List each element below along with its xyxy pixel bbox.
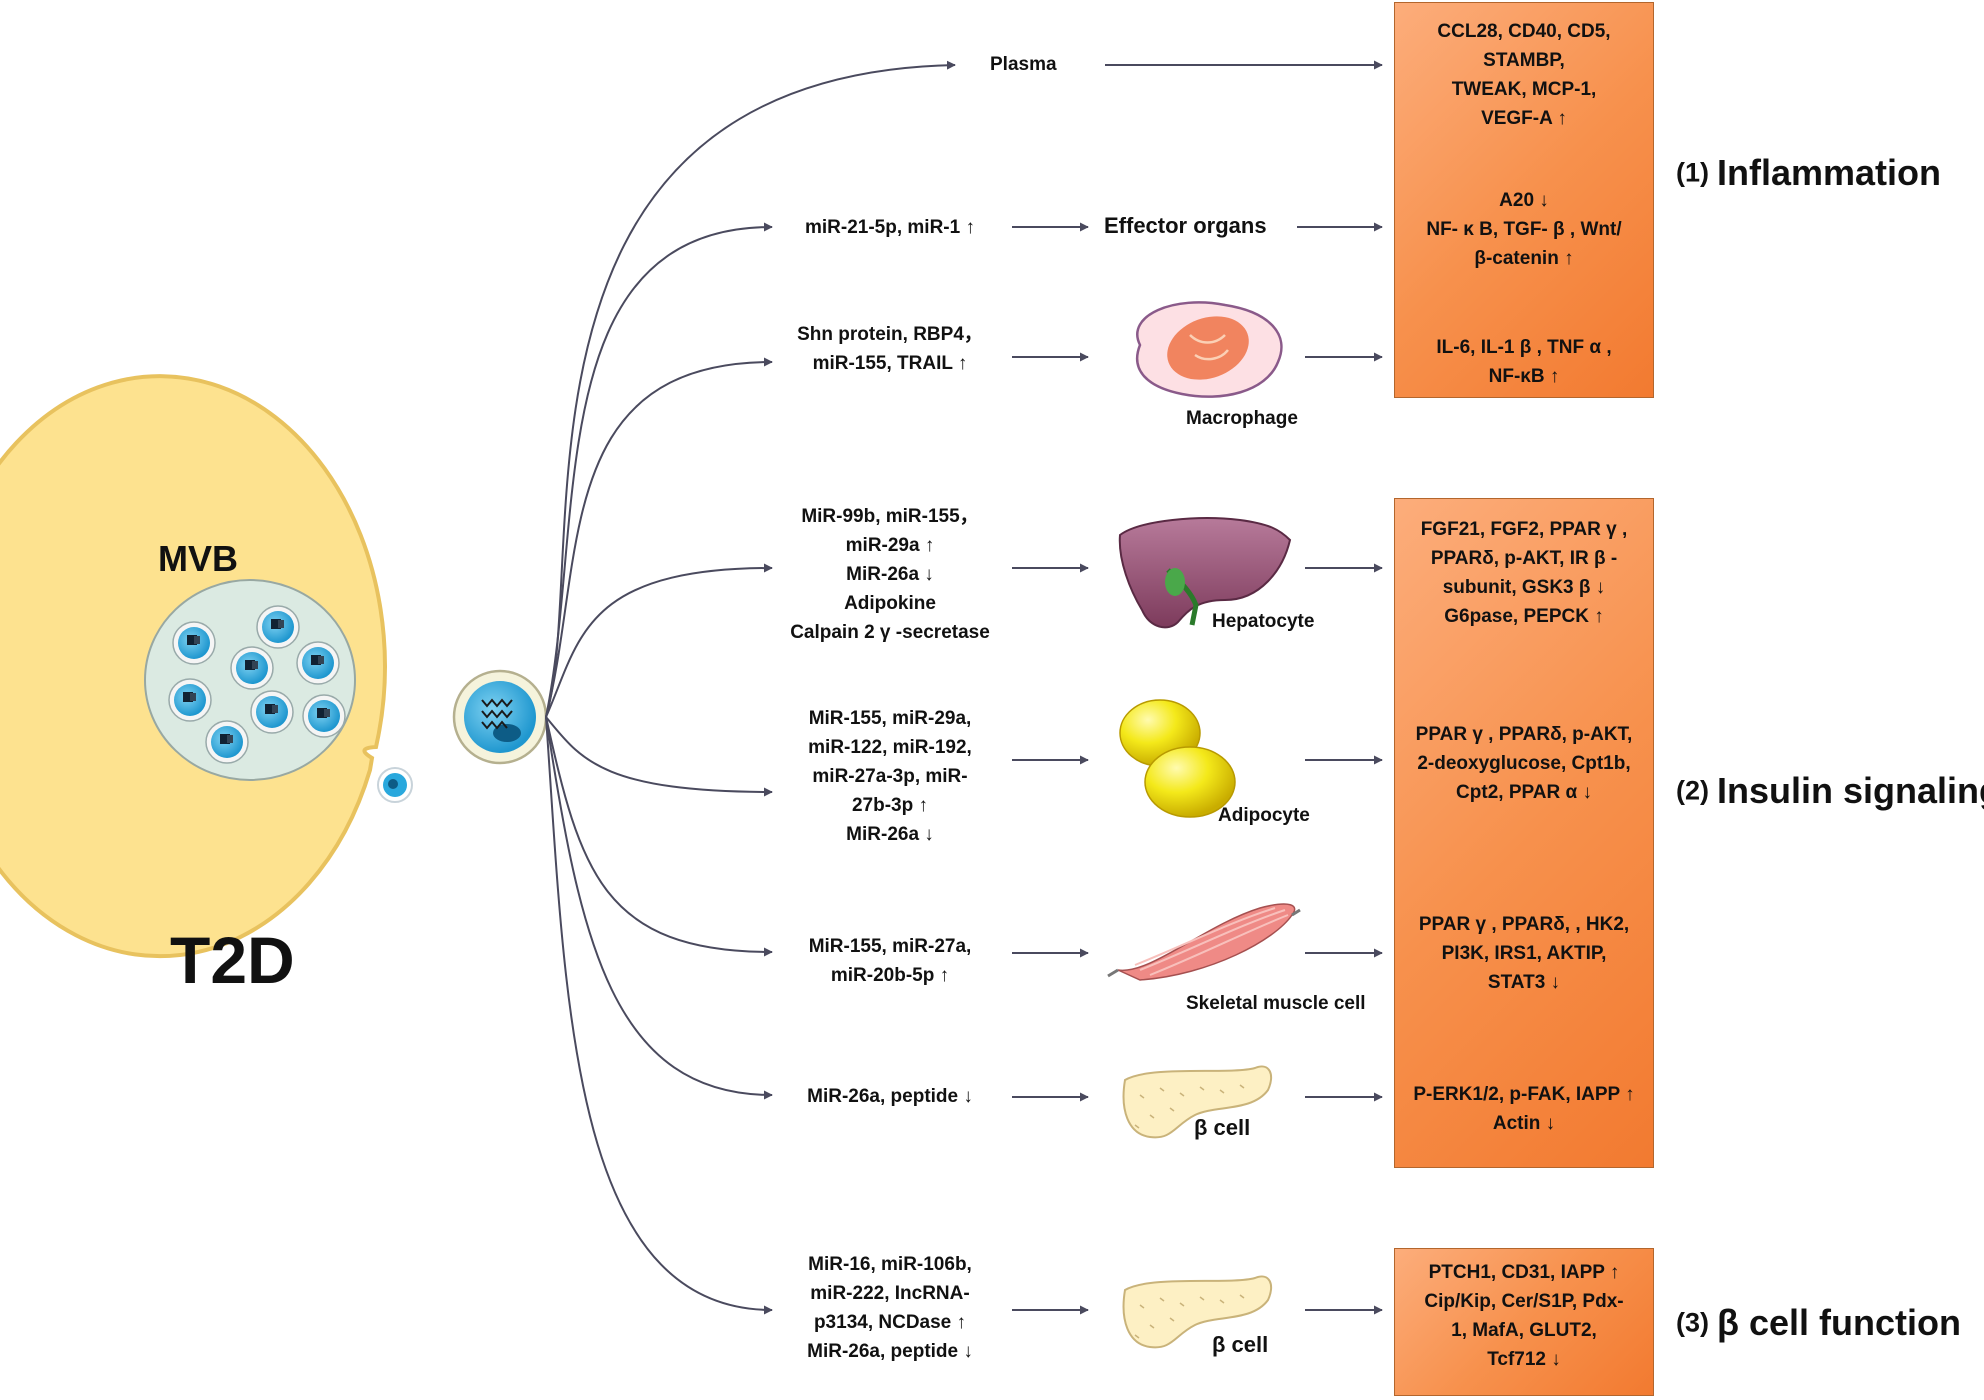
- text-line: MiR-16, miR-106b,: [808, 1254, 972, 1275]
- macrophage-mirna-list: Shn protein, RBP4， miR-155, TRAIL ↑: [770, 320, 1010, 378]
- pancreas-icon: [1122, 1275, 1273, 1349]
- skeletal-muscle-label: Skeletal muscle cell: [1186, 993, 1366, 1014]
- text-line: NF-κB ↑: [1488, 366, 1560, 387]
- skeletal-muscle-icon: [1107, 903, 1301, 981]
- text-line: PPAR γ , PPARδ, p-AKT,: [1415, 724, 1633, 745]
- adipocyte-label: Adipocyte: [1218, 805, 1310, 826]
- macrophage-label: Macrophage: [1186, 408, 1298, 429]
- text-line: P-ERK1/2, p-FAK, IAPP ↑: [1413, 1084, 1635, 1105]
- macrophage-outcome-text: IL-6, IL-1 β , TNF α , NF-κB ↑: [1394, 333, 1654, 391]
- text-line: Actin ↓: [1492, 1113, 1556, 1134]
- text-line: TWEAK, MCP-1,: [1451, 79, 1597, 100]
- category-number: (3): [1676, 1307, 1709, 1338]
- text-line: G6pase, PEPCK ↑: [1444, 606, 1604, 627]
- adipocyte-mirna-list: MiR-155, miR-29a, miR-122, miR-192, miR-…: [770, 704, 1010, 849]
- text-line: IL-6, IL-1 β , TNF α ,: [1436, 337, 1612, 358]
- effector-mirna-list: miR-21-5p, miR-1 ↑: [770, 213, 1010, 242]
- branch-arrows: [545, 60, 956, 1315]
- intraluminal-vesicles: [168, 605, 346, 764]
- hepatocyte-mirna-list: MiR-99b, miR-155， miR-29a ↑ MiR-26a ↓ Ad…: [770, 502, 1010, 647]
- effector-outcome-text: A20 ↓ NF- κ B, TGF- β , Wnt/ β-catenin ↑: [1394, 186, 1654, 273]
- text-line: MiR-155, miR-27a,: [808, 936, 972, 957]
- text-line: Adipokine: [844, 593, 936, 614]
- macrophage-icon: [1135, 301, 1283, 398]
- beta-cell-outcome-text: P-ERK1/2, p-FAK, IAPP ↑ Actin ↓: [1394, 1080, 1654, 1138]
- text-line: miR-222, IncRNA-: [810, 1283, 970, 1304]
- text-line: PPARδ, p-AKT, IR β -: [1430, 548, 1618, 569]
- inflammation-outcome-box: [1394, 2, 1654, 398]
- text-line: Cpt2, PPAR α ↓: [1456, 782, 1592, 803]
- category-name: Insulin signaling: [1717, 770, 1984, 811]
- text-line: MiR-26a ↓: [846, 564, 934, 585]
- category-name: β cell function: [1717, 1302, 1961, 1343]
- text-line: MiR-99b, miR-155，: [801, 506, 979, 527]
- text-line: p3134, NCDase ↑: [813, 1312, 967, 1333]
- text-line: MiR-155, miR-29a,: [808, 708, 972, 729]
- beta-cell-label: β cell: [1194, 1115, 1251, 1140]
- category-insulin-signaling: (2) Insulin signaling: [1676, 770, 1984, 812]
- exosome-icon: [452, 669, 548, 765]
- text-line: VEGF-A ↑: [1481, 108, 1567, 129]
- text-line: 1, MafA, GLUT2,: [1451, 1320, 1597, 1341]
- insulin-outcome-box: [1394, 498, 1654, 1168]
- category-beta-cell-function: (3) β cell function: [1676, 1302, 1961, 1344]
- disease-label: T2D: [170, 923, 295, 997]
- muscle-outcome-text: PPAR γ , PPARδ, , HK2, PI3K, IRS1, AKTIP…: [1394, 910, 1654, 997]
- text-line: NF- κ B, TGF- β , Wnt/: [1426, 219, 1622, 240]
- beta-cell-function-mirna-list: MiR-16, miR-106b, miR-222, IncRNA- p3134…: [770, 1250, 1010, 1366]
- text-line: Cip/Kip, Cer/S1P, Pdx-: [1424, 1291, 1624, 1312]
- flow-arrows: [1012, 60, 1383, 1315]
- mvb-label: MVB: [158, 538, 238, 579]
- text-line: FGF21, FGF2, PPAR γ ,: [1420, 519, 1628, 540]
- text-line: miR-20b-5p ↑: [830, 965, 950, 986]
- liver-icon: [1118, 517, 1292, 629]
- text-line: PI3K, IRS1, AKTIP,: [1441, 943, 1607, 964]
- text-line: miR-21-5p, miR-1 ↑: [805, 217, 975, 238]
- pancreas-icon: [1122, 1065, 1273, 1139]
- text-line: STAMBP,: [1483, 50, 1565, 71]
- mvb-cell-illustration: [0, 374, 413, 959]
- text-line: miR-122, miR-192,: [808, 737, 972, 758]
- text-line: MiR-26a, peptide ↓: [807, 1341, 973, 1362]
- text-line: STAT3 ↓: [1487, 972, 1561, 993]
- text-line: MiR-26a ↓: [846, 824, 934, 845]
- text-line: PTCH1, CD31, IAPP ↑: [1428, 1262, 1620, 1283]
- hepatocyte-label: Hepatocyte: [1212, 611, 1315, 632]
- text-line: subunit, GSK3 β ↓: [1442, 577, 1606, 598]
- text-line: miR-29a ↑: [845, 535, 935, 556]
- category-number: (2): [1676, 775, 1709, 806]
- beta-cell-label: β cell: [1212, 1332, 1269, 1357]
- category-inflammation: (1) Inflammation: [1676, 152, 1941, 194]
- plasma-label: Plasma: [990, 54, 1057, 75]
- text-line: 2-deoxyglucose, Cpt1b,: [1417, 753, 1631, 774]
- plasma-outcome-text: CCL28, CD40, CD5, STAMBP, TWEAK, MCP-1, …: [1394, 17, 1654, 133]
- text-line: β-catenin ↑: [1474, 248, 1574, 269]
- category-name: Inflammation: [1717, 152, 1942, 193]
- text-line: 27b-3p ↑: [851, 795, 929, 816]
- text-line: A20 ↓: [1499, 190, 1549, 211]
- beta-cell-mirna-list: MiR-26a, peptide ↓: [770, 1082, 1010, 1111]
- text-line: Shn protein, RBP4，: [797, 324, 983, 345]
- text-line: MiR-26a, peptide ↓: [807, 1086, 973, 1107]
- text-line: miR-27a-3p, miR-: [812, 766, 968, 787]
- text-line: miR-155, TRAIL ↑: [812, 353, 968, 374]
- adipocyte-outcome-text: PPAR γ , PPARδ, p-AKT, 2-deoxyglucose, C…: [1394, 720, 1654, 807]
- text-line: Tcf712 ↓: [1487, 1349, 1561, 1370]
- effector-organs-label: Effector organs: [1104, 213, 1267, 238]
- text-line: CCL28, CD40, CD5,: [1437, 21, 1611, 42]
- text-line: PPAR γ , PPARδ, , HK2,: [1418, 914, 1630, 935]
- beta-function-outcome-text: PTCH1, CD31, IAPP ↑ Cip/Kip, Cer/S1P, Pd…: [1394, 1258, 1654, 1374]
- beta-function-outcome-box: [1394, 1248, 1654, 1396]
- hepatocyte-outcome-text: FGF21, FGF2, PPAR γ , PPARδ, p-AKT, IR β…: [1394, 515, 1654, 631]
- muscle-mirna-list: MiR-155, miR-27a, miR-20b-5p ↑: [770, 932, 1010, 990]
- category-number: (1): [1676, 157, 1709, 188]
- adipocyte-icon: [1119, 699, 1236, 818]
- text-line: Calpain 2 γ -secretase: [790, 622, 990, 643]
